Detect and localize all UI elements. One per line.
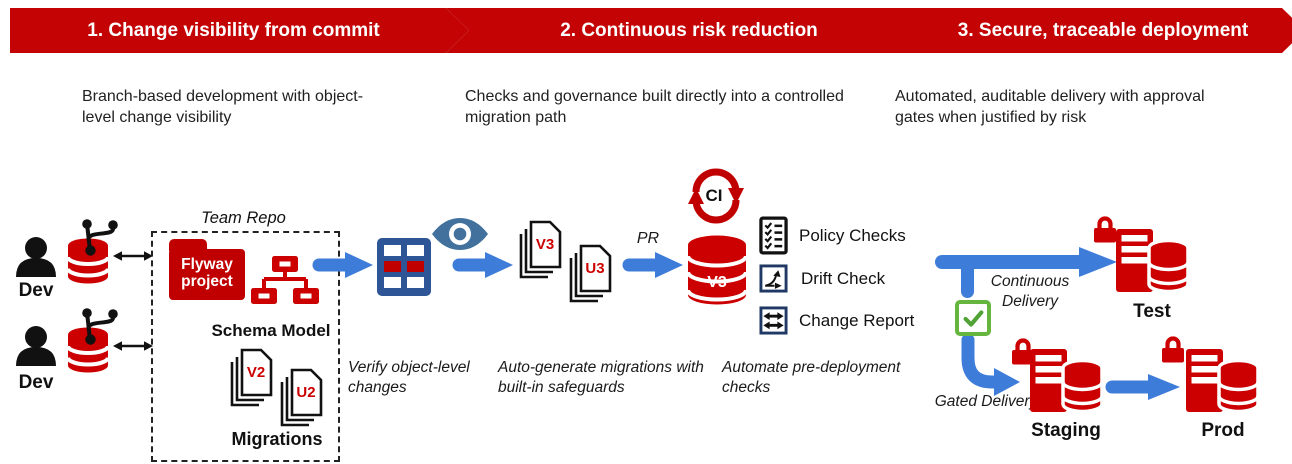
banner-1-description: Branch-based development with object-lev…	[82, 88, 364, 127]
flyway-project-folder-icon: Flyway project	[169, 239, 245, 300]
prod-environment-icon	[1184, 346, 1262, 422]
automate-caption: Automate pre-deployment checks	[722, 359, 901, 397]
banner-3-description: Automated, auditable delivery with appro…	[895, 88, 1205, 127]
lock-icon	[1160, 334, 1186, 364]
sync-double-arrow-icon	[112, 248, 154, 264]
doc-v3-label: V3	[535, 236, 555, 253]
change-report-icon	[759, 306, 788, 335]
banner-change-visibility: 1. Change visibility from commit	[10, 8, 469, 53]
ci-loop-icon	[684, 164, 748, 226]
banner-3-label: 3. Secure, traceable deployment	[957, 19, 1249, 41]
shadow-database-icon	[686, 234, 748, 306]
schema-model-label: Schema Model	[211, 321, 331, 340]
migration-doc-v2-icon: V2	[228, 348, 274, 408]
test-environment-icon	[1114, 226, 1192, 302]
schema-model-icon	[250, 255, 320, 307]
doc-u3-label: U3	[585, 260, 605, 277]
migration-doc-v3-icon: V3	[517, 220, 563, 280]
banner-1-label: 1. Change visibility from commit	[87, 19, 380, 41]
migration-doc-u3-icon: U3	[567, 244, 613, 304]
dev1-label: Dev	[18, 280, 54, 301]
doc-v2-label: V2	[246, 364, 266, 381]
sync-double-arrow-icon	[112, 338, 154, 354]
flow-arrow-icon	[311, 250, 375, 280]
banner-risk-reduction: 2. Continuous risk reduction	[446, 8, 912, 53]
lock-icon	[1010, 336, 1036, 366]
developer-icon	[14, 237, 58, 277]
gated-delivery-label: Gated Delivery	[934, 393, 1038, 410]
dev2-label: Dev	[18, 372, 54, 393]
gated-delivery-arrow-icon	[954, 336, 1024, 398]
staging-environment-icon	[1028, 346, 1106, 422]
migration-doc-u2-icon: U2	[278, 368, 324, 428]
test-label: Test	[1133, 301, 1171, 322]
dev-database-icon	[66, 326, 110, 374]
dev-database-icon	[66, 237, 110, 285]
developer-icon	[14, 326, 58, 366]
approval-checkbox-icon	[955, 300, 991, 336]
lock-icon	[1092, 214, 1118, 244]
flow-arrow-icon	[451, 250, 515, 280]
git-branch-icon	[76, 217, 122, 257]
folder-label-line2: project	[181, 273, 233, 291]
db-v3-label: V3	[707, 274, 727, 291]
drift-check-label: Drift Check	[801, 269, 886, 288]
banner-secure-deployment: 3. Secure, traceable deployment	[881, 8, 1292, 53]
staging-label: Staging	[1031, 420, 1101, 441]
ci-label: CI	[705, 186, 723, 205]
prod-arrow-icon	[1104, 372, 1182, 402]
policy-checks-icon	[759, 216, 788, 255]
team-repo-box	[151, 231, 340, 462]
generate-caption: Auto-generate migrations with built-in s…	[498, 359, 704, 397]
team-repo-title: Team Repo	[201, 209, 286, 227]
change-report-label: Change Report	[799, 311, 915, 330]
prod-label: Prod	[1201, 420, 1245, 441]
policy-checks-label: Policy Checks	[799, 226, 906, 245]
continuous-delivery-label: Continuous Delivery	[990, 273, 1070, 311]
gate-branch-connector	[961, 260, 974, 298]
folder-label-line1: Flyway	[181, 256, 233, 273]
eye-icon	[431, 215, 489, 253]
git-branch-icon	[76, 306, 122, 346]
pr-label: PR	[636, 230, 660, 247]
drift-check-icon	[759, 264, 788, 293]
migrations-label: Migrations	[231, 429, 323, 449]
banner-2-label: 2. Continuous risk reduction	[560, 19, 818, 41]
verify-caption: Verify object-level changes	[348, 359, 470, 397]
banner-2-description: Checks and governance built directly int…	[465, 88, 844, 127]
diff-table-icon	[377, 238, 431, 296]
doc-u2-label: U2	[296, 384, 316, 401]
flow-arrow-icon	[621, 250, 685, 280]
